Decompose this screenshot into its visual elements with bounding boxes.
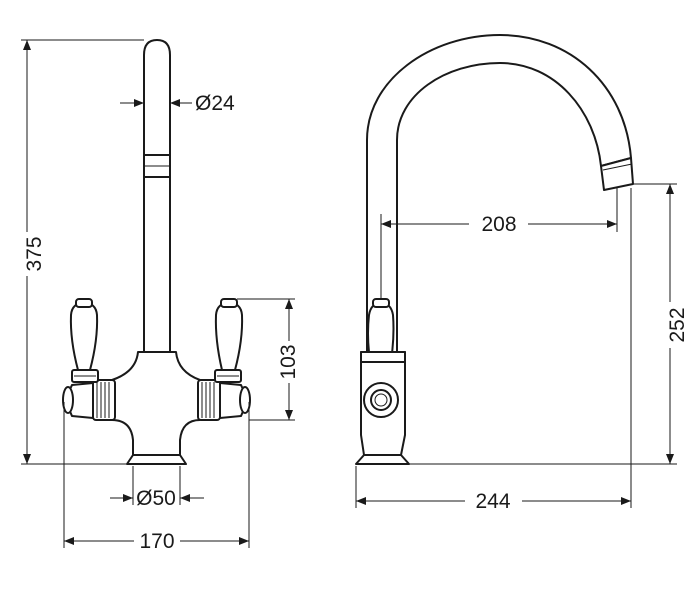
dim-total-width xyxy=(63,402,250,548)
dim-total-depth-label: 244 xyxy=(475,490,510,513)
dimension-lines: Ø24 375 103 Ø5 xyxy=(21,39,689,553)
front-right-valve xyxy=(197,369,251,421)
dim-spout-clearance-label: 252 xyxy=(666,307,689,342)
front-spout-pipe xyxy=(143,39,171,352)
side-gooseneck-spout xyxy=(366,34,632,353)
dim-base-diameter-label: Ø50 xyxy=(136,487,176,510)
dim-handle-height-label: 103 xyxy=(277,344,300,379)
dim-spout-diameter-label: Ø24 xyxy=(195,92,235,115)
front-base-plate xyxy=(126,454,187,465)
side-view xyxy=(355,34,634,465)
front-left-lever xyxy=(69,302,99,371)
dim-handle-height xyxy=(237,298,295,421)
dim-total-height-label: 375 xyxy=(23,236,46,271)
front-right-lever xyxy=(214,302,244,371)
dim-spout-clearance xyxy=(409,183,677,465)
front-view xyxy=(62,39,251,465)
front-left-valve xyxy=(62,369,116,421)
front-body xyxy=(111,351,201,456)
dim-base-diameter xyxy=(110,466,204,505)
dim-total-depth xyxy=(355,188,632,508)
dim-spout-reach-label: 208 xyxy=(481,213,516,236)
dim-total-height xyxy=(21,39,144,465)
dim-total-width-label: 170 xyxy=(139,530,174,553)
front-right-lever-tip xyxy=(220,298,238,308)
dim-spout-reach xyxy=(380,188,618,299)
side-base-plate xyxy=(355,454,410,465)
front-left-lever-tip xyxy=(75,298,93,308)
dim-spout-diameter xyxy=(120,99,192,107)
side-lever-tip xyxy=(372,298,390,308)
